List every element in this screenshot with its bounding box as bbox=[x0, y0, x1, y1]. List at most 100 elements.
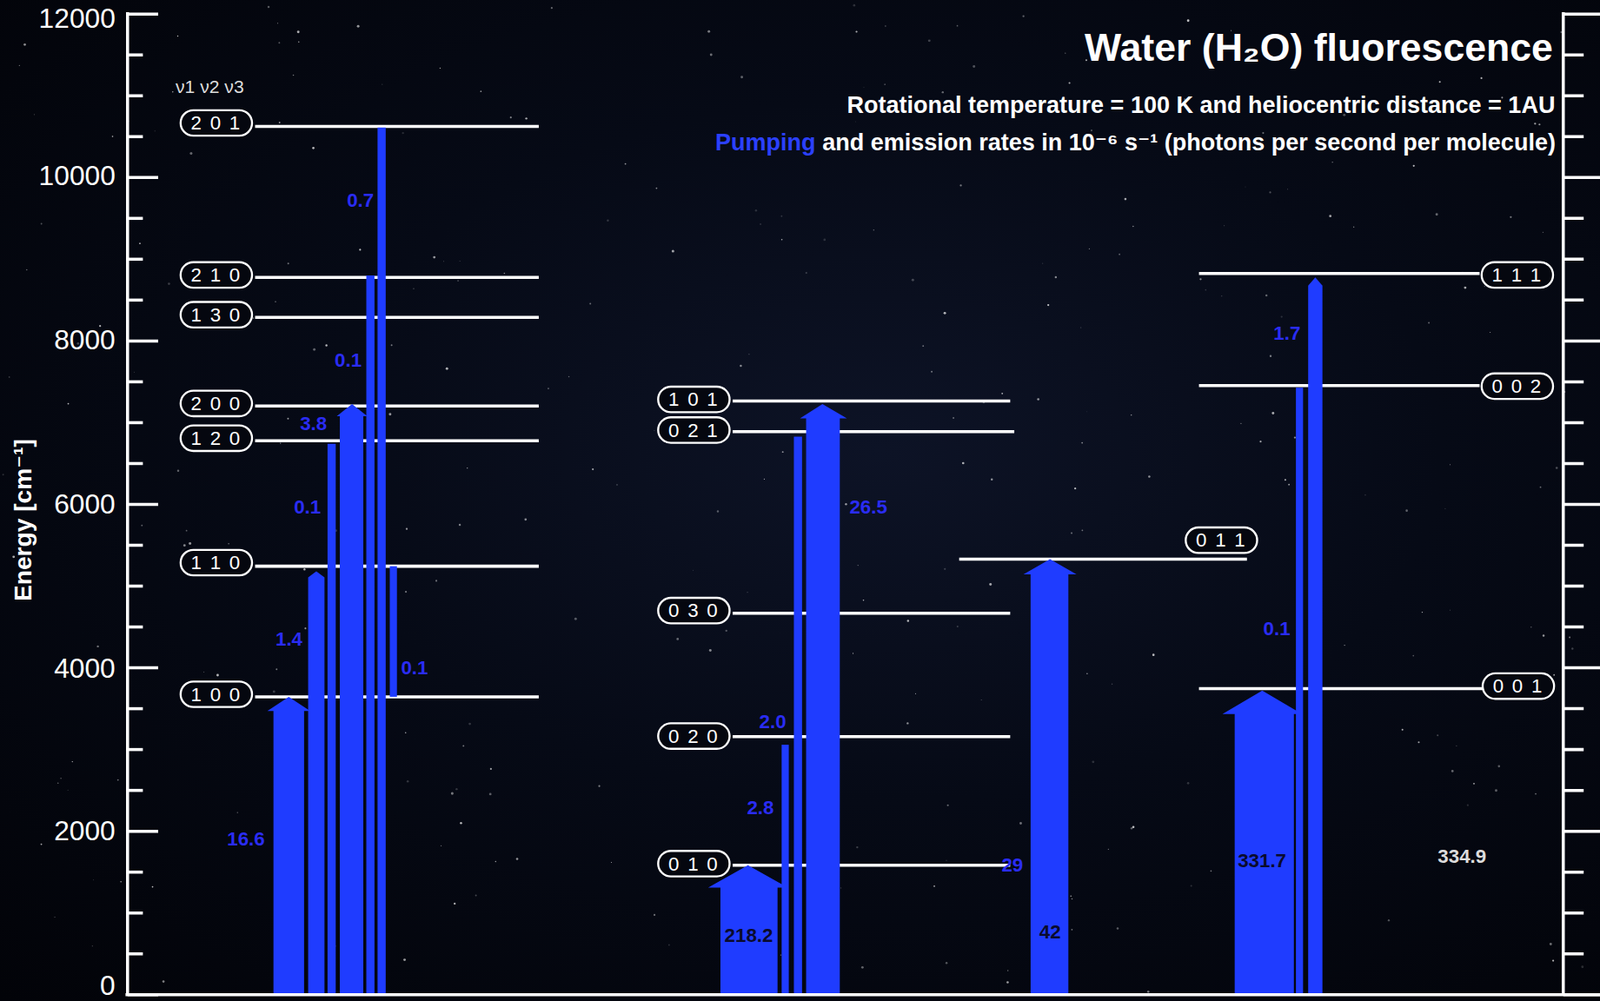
axis-tick bbox=[127, 952, 144, 957]
star bbox=[72, 761, 74, 763]
star bbox=[1081, 442, 1083, 445]
axis-tick bbox=[1563, 584, 1584, 589]
star bbox=[1413, 165, 1415, 167]
star bbox=[1530, 626, 1532, 628]
star bbox=[1118, 253, 1121, 256]
star bbox=[1287, 484, 1290, 486]
star bbox=[1116, 927, 1120, 930]
star bbox=[907, 619, 910, 622]
pump-bar bbox=[1295, 387, 1303, 996]
star bbox=[1343, 644, 1345, 646]
star bbox=[278, 41, 280, 44]
star bbox=[459, 822, 462, 824]
star bbox=[1223, 225, 1225, 226]
star bbox=[1259, 440, 1262, 443]
level-quantum-numbers: 0 0 2 bbox=[1492, 374, 1543, 397]
pumping-keyword: Pumping bbox=[715, 128, 817, 156]
axis-tick bbox=[1563, 421, 1584, 425]
star bbox=[1284, 478, 1287, 481]
axis-tick bbox=[1563, 625, 1584, 630]
star bbox=[1124, 198, 1128, 201]
star bbox=[1221, 295, 1222, 297]
star bbox=[440, 845, 442, 847]
star bbox=[1533, 122, 1536, 125]
star bbox=[805, 272, 808, 274]
level-label-box: 0 3 0 bbox=[657, 596, 731, 625]
star bbox=[1210, 869, 1213, 872]
star bbox=[1549, 942, 1553, 946]
star bbox=[278, 121, 281, 124]
star bbox=[1463, 286, 1467, 290]
star bbox=[990, 478, 993, 480]
star bbox=[67, 403, 70, 405]
pump-arrow bbox=[1222, 690, 1303, 996]
star bbox=[759, 223, 761, 225]
star bbox=[524, 518, 527, 522]
star bbox=[1448, 609, 1451, 611]
axis-tick bbox=[1563, 298, 1584, 303]
star bbox=[624, 163, 627, 166]
star bbox=[551, 6, 553, 9]
star bbox=[748, 353, 750, 355]
star bbox=[1480, 77, 1483, 80]
star bbox=[1152, 653, 1156, 657]
level-quantum-numbers: 0 1 1 bbox=[1195, 529, 1247, 552]
star bbox=[139, 242, 141, 245]
star bbox=[1509, 216, 1512, 219]
star bbox=[861, 966, 864, 970]
level-label-box: 1 3 0 bbox=[179, 300, 253, 329]
star bbox=[1353, 226, 1355, 228]
axis-tick bbox=[127, 217, 144, 221]
star bbox=[947, 804, 950, 807]
star bbox=[185, 530, 188, 532]
axis-tick bbox=[127, 748, 144, 752]
level-quantum-numbers: 0 3 0 bbox=[668, 599, 719, 622]
star bbox=[40, 223, 43, 226]
star bbox=[287, 262, 290, 265]
star bbox=[435, 579, 438, 582]
star bbox=[391, 344, 393, 346]
level-quantum-numbers: 1 2 0 bbox=[191, 426, 242, 449]
star bbox=[1047, 304, 1049, 306]
star bbox=[956, 25, 959, 27]
subtitle: Rotational temperature = 100 K and helio… bbox=[847, 92, 1556, 120]
star bbox=[962, 462, 965, 465]
star bbox=[1439, 80, 1441, 83]
pump-bar bbox=[793, 437, 802, 996]
star bbox=[140, 524, 143, 527]
star bbox=[495, 861, 497, 863]
star bbox=[516, 857, 519, 861]
level-label-box: 0 1 0 bbox=[657, 849, 731, 877]
subtitle-row: Pumpingand emission rates in 10⁻⁶ s⁻¹ (p… bbox=[715, 128, 1556, 156]
level-label-box: 2 1 0 bbox=[179, 260, 253, 289]
axis-tick bbox=[1563, 380, 1584, 385]
tick-label: 10000 bbox=[39, 159, 116, 192]
tick-label: 6000 bbox=[53, 488, 116, 520]
star bbox=[303, 568, 306, 571]
star bbox=[1287, 188, 1288, 190]
star bbox=[381, 84, 383, 86]
star bbox=[1019, 822, 1023, 825]
axis-tick bbox=[1563, 339, 1600, 344]
axis-tick bbox=[1563, 911, 1584, 916]
star bbox=[1294, 436, 1296, 439]
level-quantum-numbers: 0 2 1 bbox=[668, 418, 719, 441]
axis-tick bbox=[127, 135, 144, 140]
star bbox=[1091, 760, 1095, 764]
axis-tick bbox=[1563, 93, 1584, 98]
star bbox=[1068, 82, 1071, 85]
star bbox=[1538, 123, 1541, 126]
level-label-box: 1 1 1 bbox=[1480, 260, 1554, 289]
star bbox=[1421, 611, 1423, 613]
star bbox=[439, 67, 441, 69]
rate-value: 3.8 bbox=[299, 413, 327, 437]
rate-value: 29 bbox=[1001, 854, 1023, 877]
star bbox=[357, 25, 360, 28]
star bbox=[1265, 294, 1268, 297]
pump-arrow bbox=[267, 697, 311, 996]
level-label-box: 1 1 0 bbox=[179, 548, 253, 577]
star bbox=[1427, 322, 1430, 325]
rate-value: 0.7 bbox=[346, 189, 374, 213]
star bbox=[40, 843, 43, 846]
axis-tick bbox=[127, 462, 144, 466]
